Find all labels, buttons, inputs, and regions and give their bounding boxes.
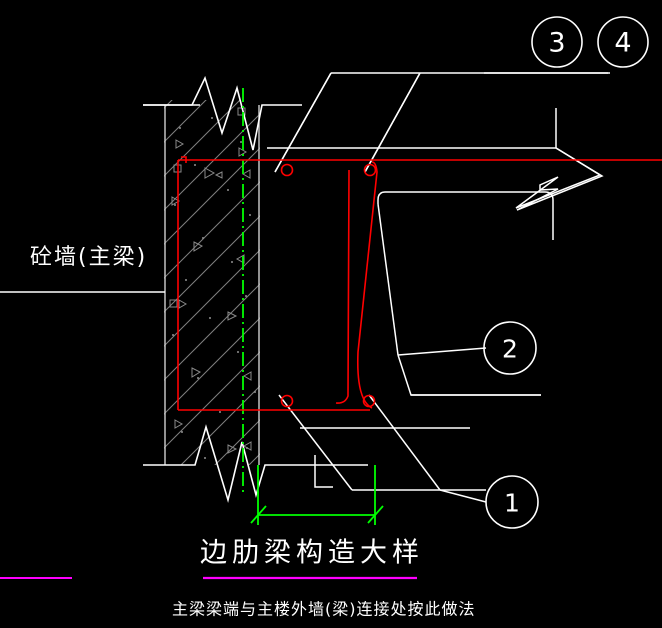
wall-face-lines [164, 105, 260, 465]
callout-1-label: 1 [504, 489, 520, 518]
callout-1-circle [485, 475, 539, 529]
lower-right-geometry [300, 394, 541, 466]
bottom-dimension-line [250, 465, 384, 525]
grid-bubble-3[interactable]: 3 [531, 16, 583, 68]
concrete-wall-section-hatch [164, 100, 260, 465]
callout-2-label: 2 [502, 335, 518, 364]
wall-break-line-top [143, 75, 302, 151]
grid-bubble-3-circle [531, 16, 583, 68]
beam-break-line-right [516, 147, 604, 211]
grid-bubble-4-circle [597, 16, 649, 68]
leader-lines [274, 72, 487, 503]
bottom-notch-detail [314, 455, 333, 488]
page-title: 边肋梁构造大样 [200, 538, 424, 569]
grid-bubble-3-label: 3 [548, 28, 565, 59]
grid-bubble-4[interactable]: 4 [597, 16, 649, 68]
tapered-stirrup-rebar-outline [177, 156, 662, 411]
wall-label: 砼墙(主梁) [30, 245, 147, 270]
callout-2[interactable]: 2 [483, 321, 537, 375]
callout-1[interactable]: 1 [485, 475, 539, 529]
callout-2-circle [483, 321, 537, 375]
wall-break-line-bottom [143, 424, 300, 504]
grid-bubble-4-label: 4 [614, 28, 631, 59]
caption-note: 主梁梁端与主楼外墙(梁)连接处按此做法 [172, 600, 476, 619]
